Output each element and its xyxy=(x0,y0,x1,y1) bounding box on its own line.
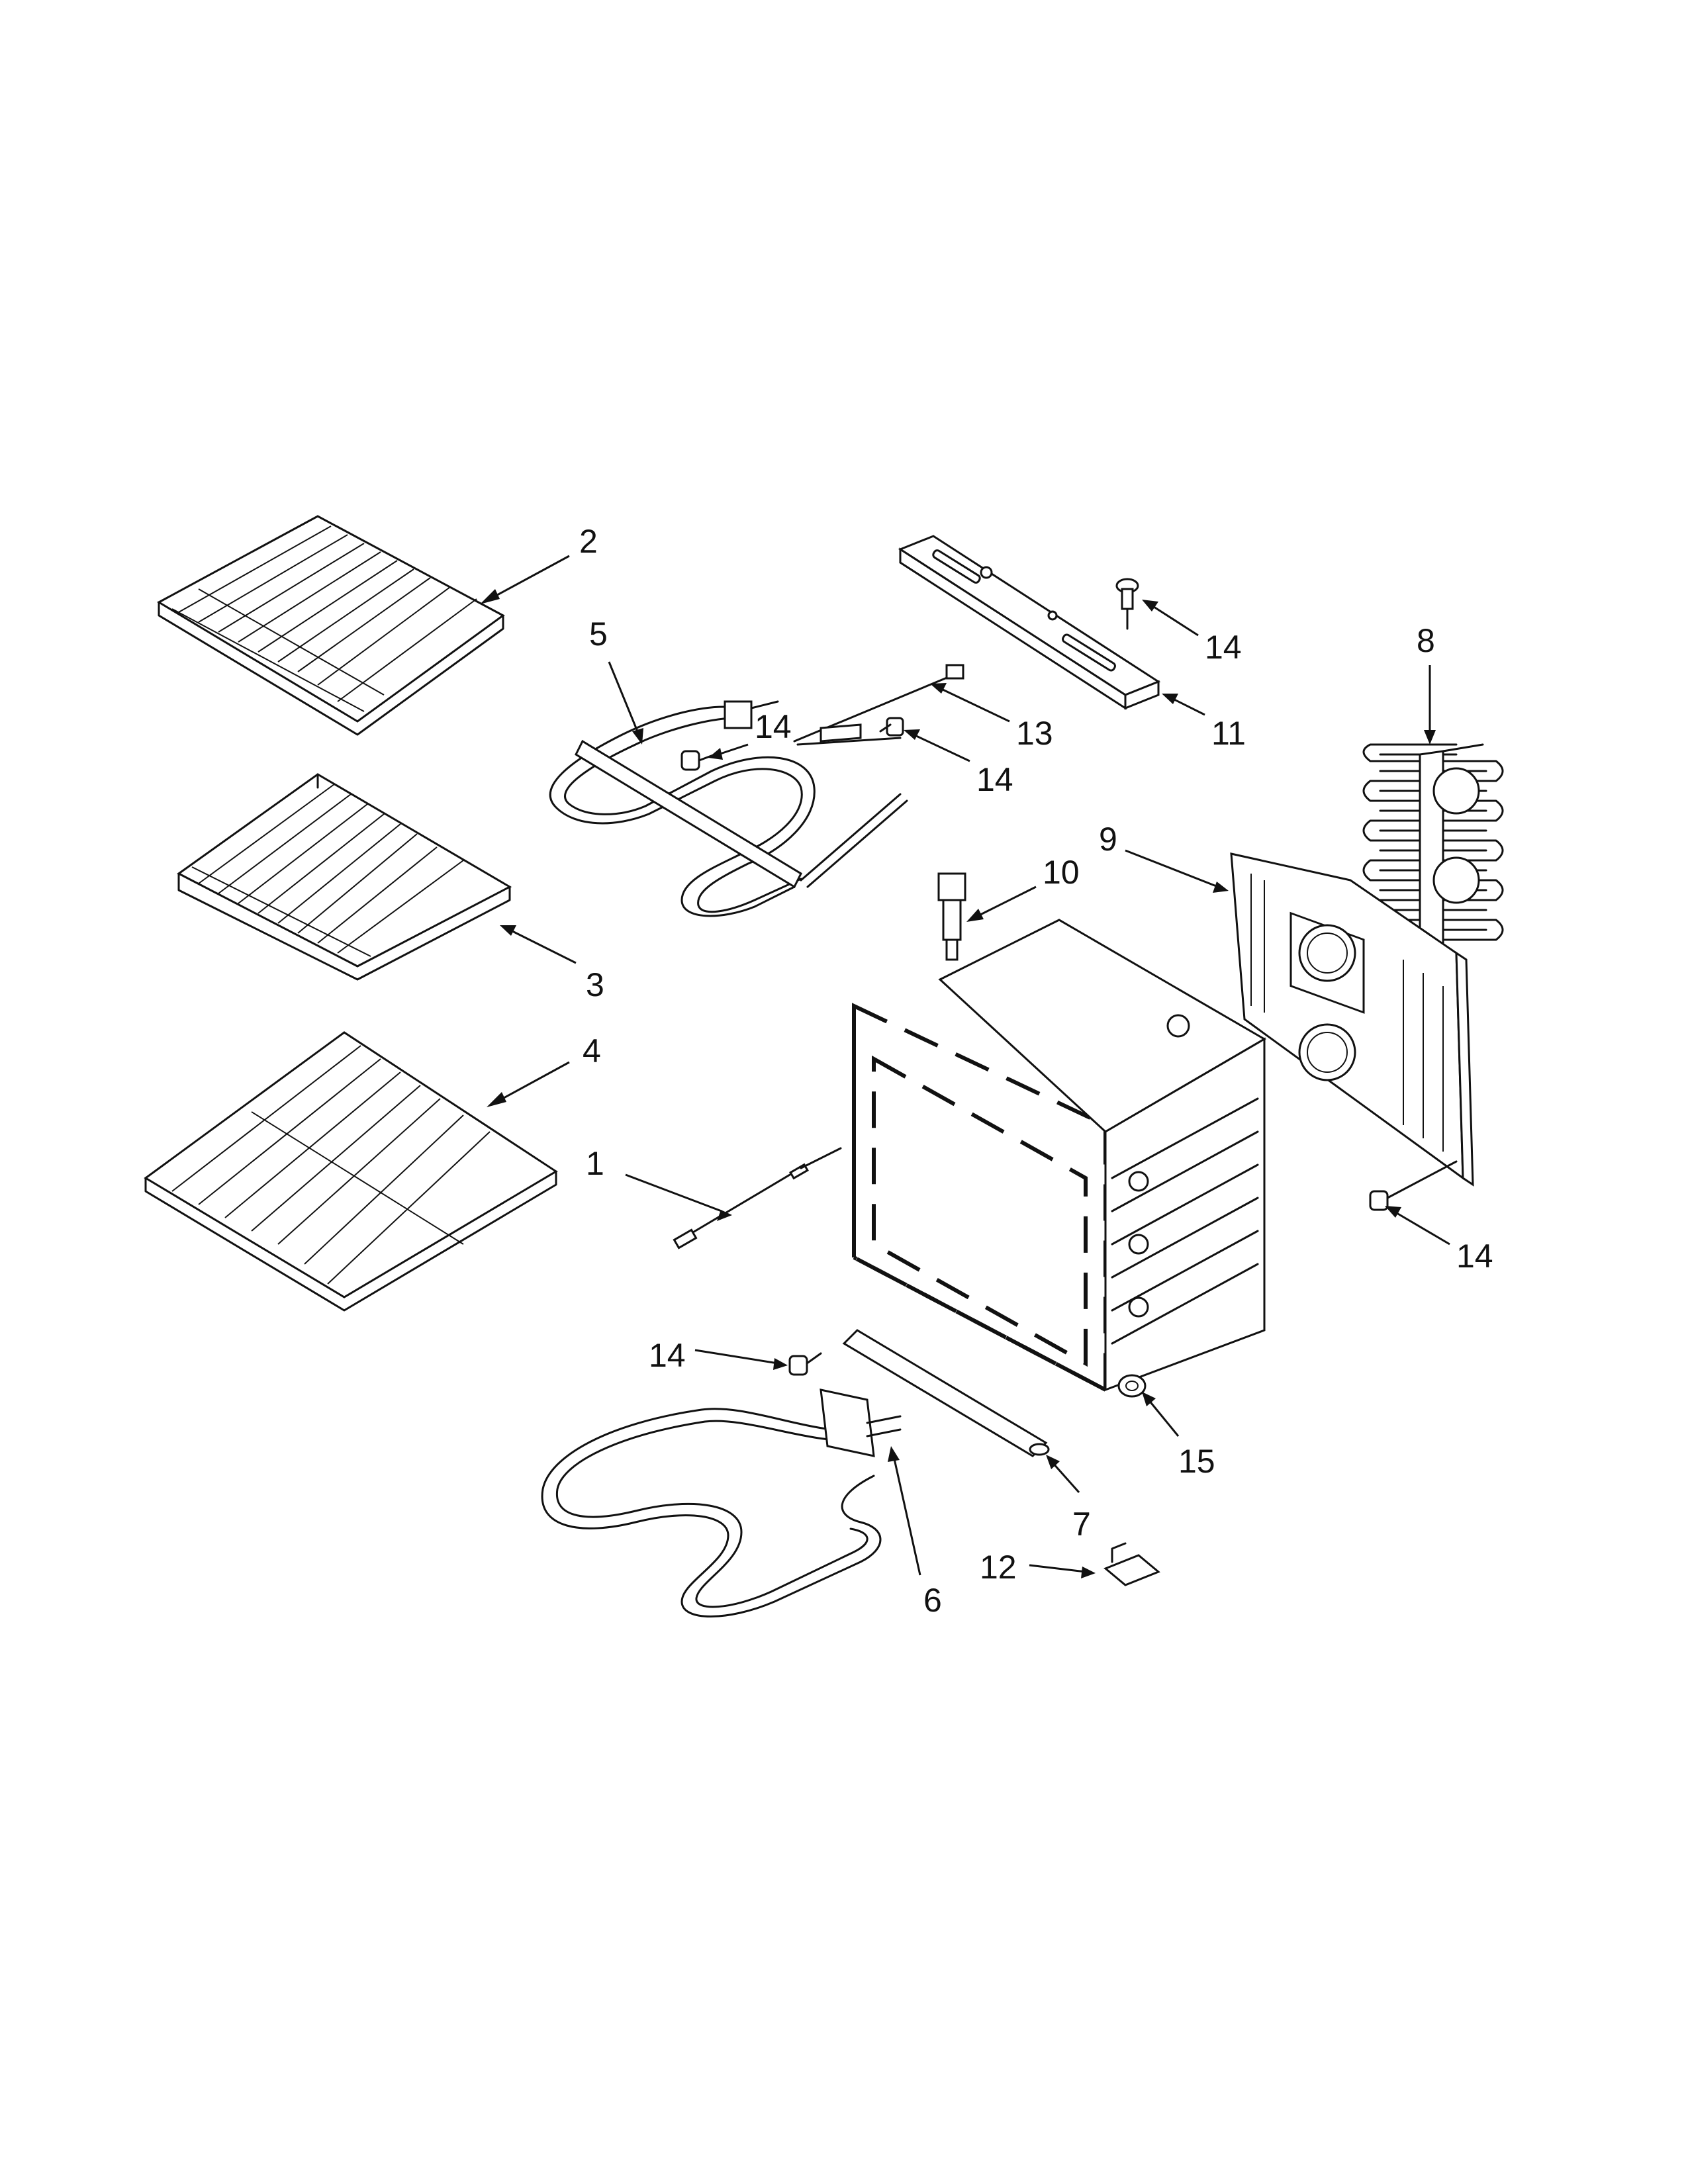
callout-13: 13 xyxy=(1016,715,1053,752)
oven-box-part xyxy=(938,919,1266,1392)
screw-part-14-a xyxy=(680,750,716,771)
callout-3: 3 xyxy=(586,966,604,1003)
callout-15: 15 xyxy=(1178,1443,1215,1480)
leader-lines xyxy=(480,555,1450,1578)
oven-rack-part-3 xyxy=(177,773,512,981)
callout-10: 10 xyxy=(1043,854,1080,891)
callout-12: 12 xyxy=(980,1549,1017,1586)
clip-part-12 xyxy=(1103,1542,1160,1586)
oven-cavity-frame xyxy=(852,1003,1107,1393)
tube-part-7 xyxy=(842,1329,1050,1457)
rear-panel-part-9 xyxy=(1230,852,1474,1187)
callout-14-c: 14 xyxy=(1205,629,1242,666)
screw-part-14-e xyxy=(1369,1160,1458,1211)
callout-8: 8 xyxy=(1417,622,1435,659)
temperature-probe-part-1 xyxy=(673,1147,842,1250)
callout-11: 11 xyxy=(1211,715,1246,752)
screw-part-14-c xyxy=(1115,578,1139,630)
bake-element-part-6 xyxy=(541,1388,902,1617)
callout-labels: 1 2 3 4 5 6 7 8 9 10 11 12 13 14 14 14 1… xyxy=(579,523,1493,1619)
callout-14-a: 14 xyxy=(755,708,792,745)
callout-1: 1 xyxy=(586,1145,604,1182)
switch-part-10 xyxy=(937,872,966,961)
callout-14-b: 14 xyxy=(976,761,1013,798)
grommet-part-15 xyxy=(1117,1374,1147,1398)
screw-part-14-b xyxy=(879,717,904,737)
bracket-part-11 xyxy=(898,535,1161,710)
callout-2: 2 xyxy=(579,523,598,560)
callout-5: 5 xyxy=(589,615,608,653)
sensor-part-13 xyxy=(793,664,964,746)
heating-element-part-5 xyxy=(549,700,908,917)
oven-rack-part-2 xyxy=(156,515,505,736)
callout-7: 7 xyxy=(1072,1506,1091,1543)
screw-part-14-d xyxy=(788,1352,822,1376)
oven-rack-part-4 xyxy=(144,1031,558,1312)
callout-9: 9 xyxy=(1099,821,1117,858)
convection-element-part-8 xyxy=(1362,743,1504,951)
callout-14-d: 14 xyxy=(649,1337,686,1374)
callout-14-e: 14 xyxy=(1456,1238,1493,1275)
callout-4: 4 xyxy=(583,1032,601,1069)
callout-6: 6 xyxy=(923,1582,942,1619)
